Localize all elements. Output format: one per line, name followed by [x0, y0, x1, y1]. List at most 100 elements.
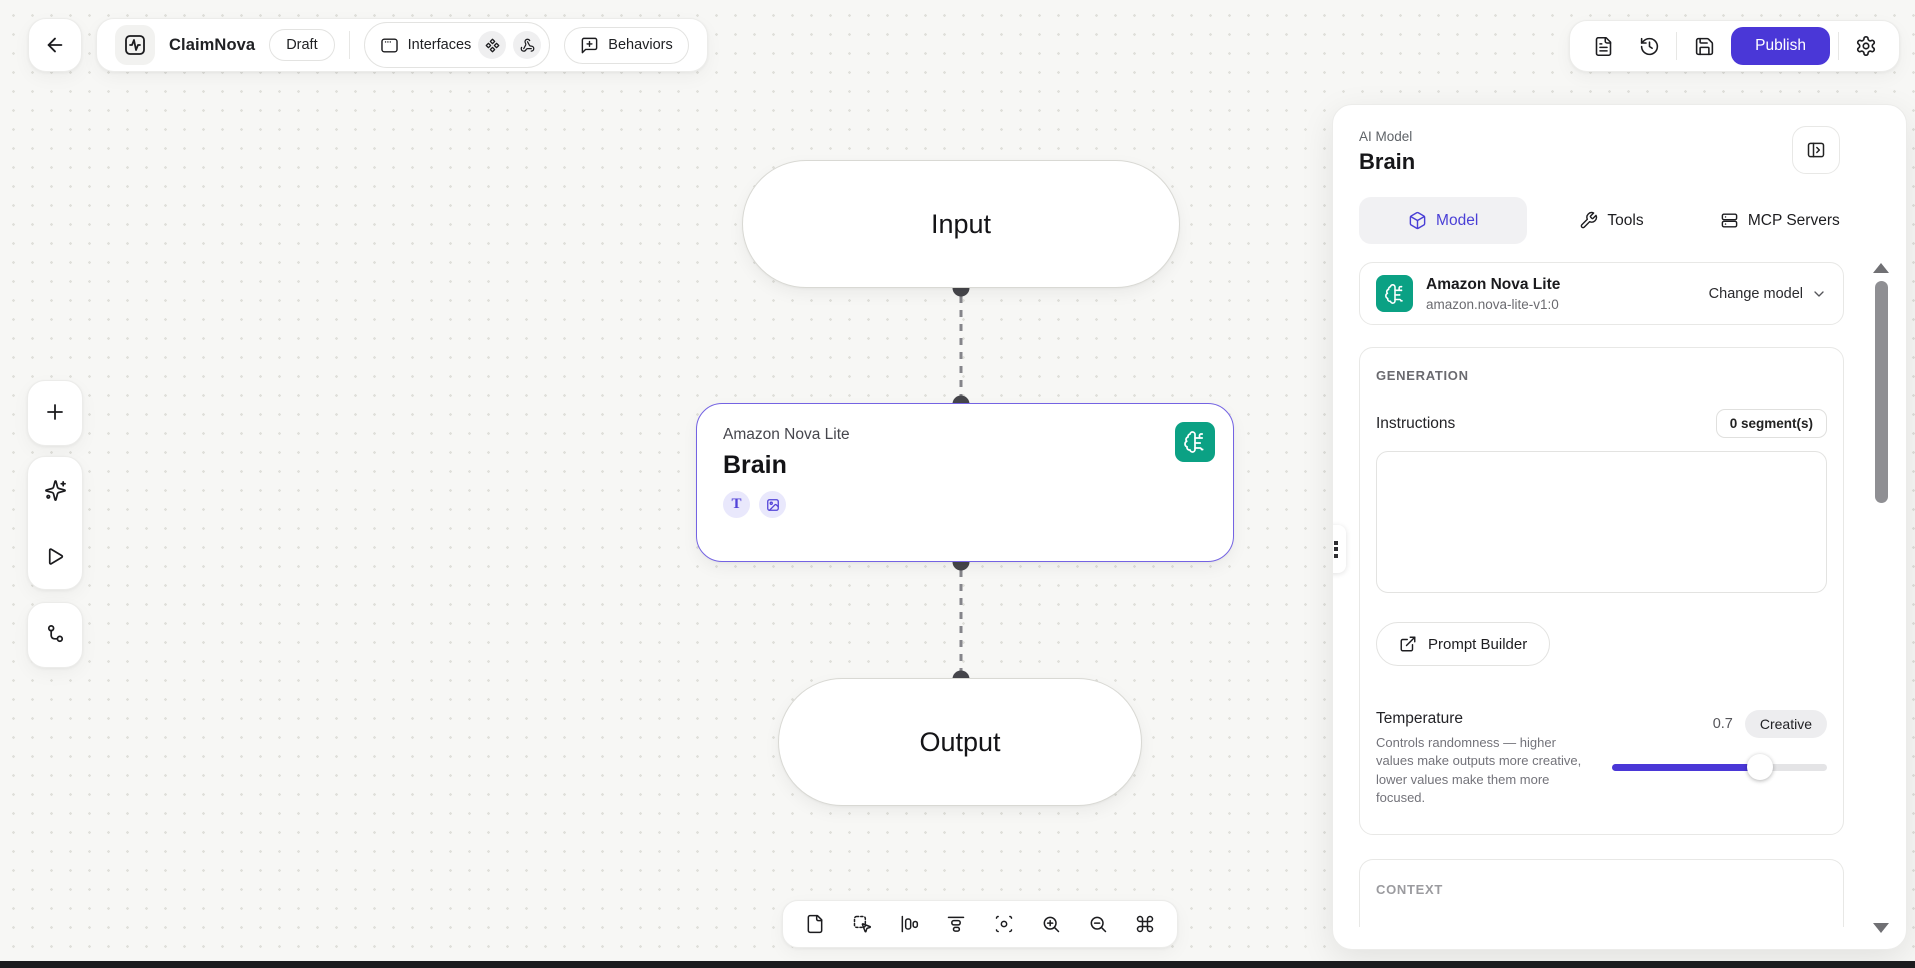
behaviors-button-label: Behaviors	[608, 37, 673, 53]
save-button[interactable]	[1685, 27, 1723, 65]
prompt-builder-label: Prompt Builder	[1428, 635, 1528, 653]
zoom-in-button[interactable]	[1031, 904, 1071, 944]
play-icon	[44, 545, 67, 568]
window-icon	[380, 36, 399, 55]
chevron-down-icon	[1811, 286, 1827, 302]
wrench-icon	[1579, 211, 1598, 230]
tab-tools[interactable]: Tools	[1527, 197, 1695, 244]
brain-node[interactable]: Amazon Nova Lite Brain T	[696, 403, 1234, 562]
tools-card	[27, 456, 83, 590]
scrollbar-thumb[interactable]	[1875, 281, 1888, 503]
window-bottom-edge	[0, 961, 1915, 968]
panel-scroll-area[interactable]: Amazon Nova Lite amazon.nova-lite-v1:0 C…	[1359, 262, 1880, 927]
status-badge: Draft	[269, 29, 335, 61]
publish-button[interactable]: Publish	[1731, 27, 1830, 65]
image-icon	[759, 491, 786, 518]
temperature-slider[interactable]	[1612, 754, 1827, 780]
tab-mcp-servers[interactable]: MCP Servers	[1696, 197, 1864, 244]
input-node[interactable]: Input	[742, 160, 1180, 288]
align-vertical-icon	[946, 914, 966, 934]
context-section: CONTEXT	[1359, 858, 1844, 927]
component-icon[interactable]	[478, 31, 507, 59]
grip-icon	[1333, 540, 1339, 558]
notes-button[interactable]	[1584, 27, 1622, 65]
history-button[interactable]	[1630, 27, 1668, 65]
external-link-icon	[1399, 635, 1417, 653]
server-icon	[1720, 211, 1739, 230]
interfaces-button-label: Interfaces	[407, 37, 472, 53]
prompt-builder-button[interactable]: Prompt Builder	[1376, 622, 1551, 666]
connector-input-brain	[959, 296, 963, 396]
ai-assist-button[interactable]	[27, 459, 83, 521]
context-section-label: CONTEXT	[1376, 881, 1444, 897]
route-icon	[44, 623, 67, 646]
panel-resize-handle[interactable]	[1333, 525, 1346, 573]
output-node-label: Output	[919, 726, 1001, 757]
back-button[interactable]	[28, 18, 82, 72]
temperature-control: Temperature Controls randomness — higher…	[1376, 710, 1827, 808]
change-model-label: Change model	[1708, 285, 1803, 302]
align-horizontal-button[interactable]	[889, 904, 929, 944]
message-plus-icon	[580, 36, 599, 55]
model-card: Amazon Nova Lite amazon.nova-lite-v1:0 C…	[1359, 262, 1844, 325]
save-icon	[1694, 36, 1715, 57]
new-file-button[interactable]	[795, 904, 835, 944]
slider-fill	[1612, 764, 1761, 771]
marquee-pointer-icon	[852, 914, 872, 934]
zoom-in-icon	[1041, 914, 1061, 934]
scrollbar-up-arrow[interactable]	[1873, 263, 1889, 273]
slider-thumb[interactable]	[1747, 754, 1774, 780]
activity-logo-icon	[123, 33, 147, 57]
instructions-textarea[interactable]	[1376, 451, 1827, 593]
change-model-button[interactable]: Change model	[1709, 286, 1827, 302]
model-id: amazon.nova-lite-v1:0	[1426, 296, 1559, 312]
align-horizontal-icon	[899, 914, 919, 934]
header-divider	[1676, 32, 1678, 60]
box-icon	[1408, 211, 1427, 230]
generation-section: GENERATION Instructions 0 segment(s) Pro…	[1359, 347, 1844, 835]
output-node[interactable]: Output	[778, 678, 1142, 806]
sparkles-icon	[44, 479, 67, 502]
tab-mcp-servers-label: MCP Servers	[1747, 211, 1840, 229]
marquee-select-button[interactable]	[842, 904, 882, 944]
focus-icon	[994, 914, 1014, 934]
command-icon	[1135, 914, 1155, 934]
collapse-panel-button[interactable]	[1792, 126, 1840, 174]
temperature-label: Temperature	[1376, 710, 1464, 727]
settings-button[interactable]	[1847, 27, 1885, 65]
file-icon	[805, 914, 825, 934]
align-vertical-button[interactable]	[936, 904, 976, 944]
panel-type-label: AI Model	[1359, 129, 1413, 144]
interfaces-button[interactable]: Interfaces	[363, 22, 551, 68]
arrow-left-icon	[44, 34, 66, 56]
header-divider	[1838, 32, 1839, 60]
tab-tools-label: Tools	[1607, 211, 1644, 229]
input-node-label: Input	[930, 208, 992, 239]
webhook-icon[interactable]	[513, 31, 542, 59]
behaviors-button[interactable]: Behaviors	[564, 26, 689, 64]
keyboard-shortcuts-button[interactable]	[1125, 904, 1165, 944]
tab-model[interactable]: Model	[1359, 197, 1528, 244]
file-text-icon	[1593, 36, 1614, 57]
inspector-panel: AI Model Brain Model Tools	[1332, 104, 1907, 950]
run-button[interactable]	[27, 525, 83, 587]
brain-circuit-icon	[1175, 422, 1215, 462]
history-icon	[1639, 36, 1660, 57]
scrollbar-down-arrow[interactable]	[1873, 923, 1889, 933]
generation-section-label: GENERATION	[1376, 368, 1469, 383]
app-logo	[115, 25, 155, 65]
connector-brain-output	[959, 570, 963, 671]
add-node-button[interactable]	[27, 381, 83, 443]
focus-view-button[interactable]	[984, 904, 1024, 944]
model-name: Amazon Nova Lite	[1426, 275, 1561, 293]
brain-circuit-icon	[1376, 275, 1413, 312]
temperature-value: 0.7	[1712, 716, 1733, 732]
gear-icon	[1855, 35, 1877, 57]
panel-open-icon	[1806, 140, 1826, 160]
instructions-label: Instructions	[1376, 414, 1456, 432]
canvas-toolbar	[782, 900, 1178, 948]
zoom-out-button[interactable]	[1078, 904, 1118, 944]
segments-badge: 0 segment(s)	[1715, 409, 1827, 438]
header-toolbar: ClaimNova Draft Interfaces Behaviors	[96, 18, 708, 72]
connections-button[interactable]	[27, 603, 83, 665]
